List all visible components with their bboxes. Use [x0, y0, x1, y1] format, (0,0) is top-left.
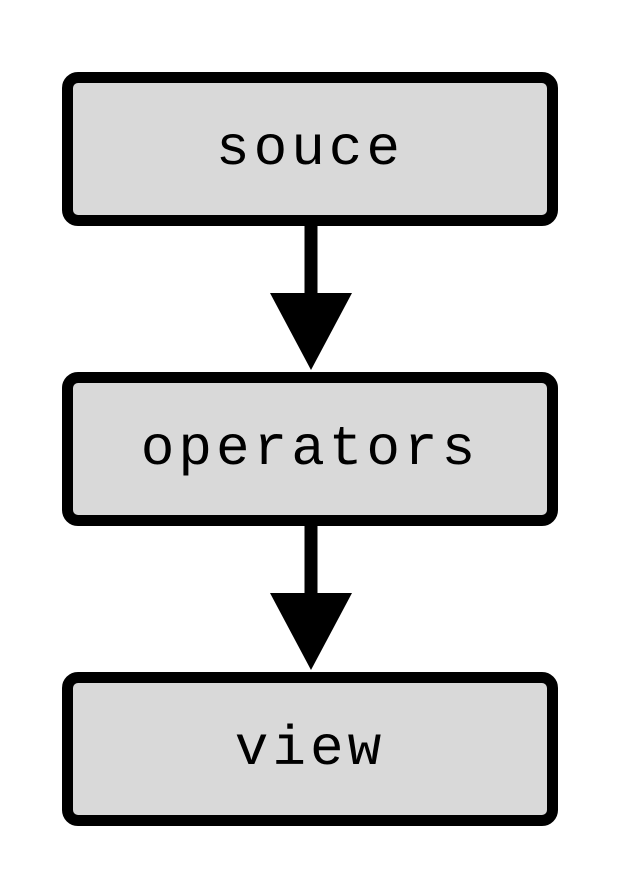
node-view-label: view [234, 717, 386, 781]
arrow-operators-to-view [270, 526, 352, 670]
arrow-source-to-operators-head [270, 293, 352, 370]
node-operators-label: operators [140, 417, 480, 481]
node-view: view [62, 672, 558, 826]
node-operators: operators [62, 372, 558, 526]
node-source: souce [62, 72, 558, 226]
arrow-operators-to-view-head [270, 593, 352, 670]
arrow-source-to-operators [270, 226, 352, 370]
node-source-label: souce [215, 117, 405, 181]
